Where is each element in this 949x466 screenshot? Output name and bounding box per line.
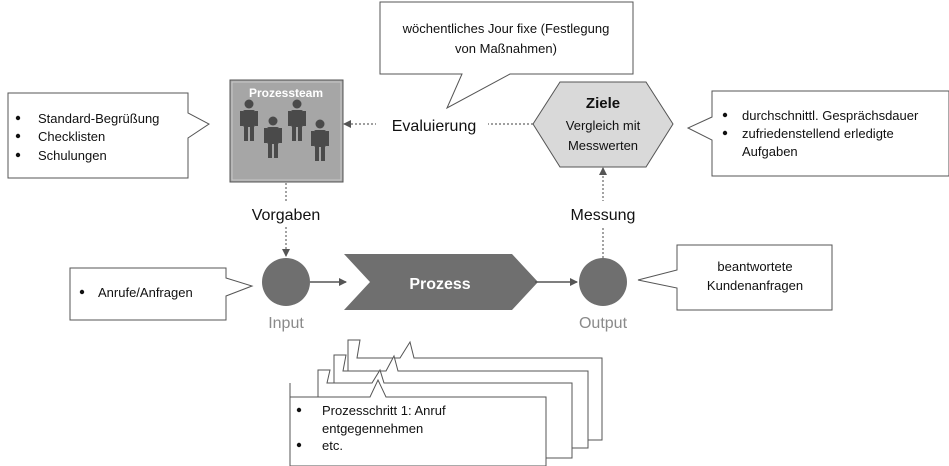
ziele-line2: Messwerten [568, 138, 638, 153]
input-node [262, 258, 310, 306]
output-callout-line2: Kundenanfragen [707, 278, 803, 293]
messung-label: Messung [571, 207, 636, 224]
prozessteam-box: Prozessteam [229, 79, 344, 183]
steps-callout-stack [289, 339, 603, 466]
prozessteam-title: Prozessteam [249, 86, 323, 100]
right-callout-item-3: Aufgaben [742, 144, 798, 159]
input-label: Input [268, 315, 304, 332]
left-callout-item-3: Schulungen [38, 148, 107, 163]
vorgaben-label: Vorgaben [252, 207, 321, 224]
input-callout-item: Anrufe/Anfragen [98, 285, 193, 300]
prozess-chevron: Prozess [344, 254, 538, 310]
left-callout: Standard-Begrüßung Checklisten Schulunge… [7, 92, 210, 179]
steps-item-1-line2: entgegennehmen [322, 421, 423, 436]
output-node [579, 258, 627, 306]
evaluierung-label: Evaluierung [392, 118, 477, 135]
people-icon [240, 99, 329, 161]
top-callout: wöchentliches Jour fixe (Festlegung von … [379, 1, 634, 110]
top-callout-line1: wöchentliches Jour fixe (Festlegung [402, 21, 610, 36]
left-callout-item-1: Standard-Begrüßung [38, 111, 159, 126]
prozess-label: Prozess [409, 276, 470, 293]
input-callout: Anrufe/Anfragen [69, 267, 254, 321]
ziele-line1: Vergleich mit [566, 118, 641, 133]
output-callout-line1: beantwortete [717, 259, 792, 274]
steps-item-1-line1: Prozesschritt 1: Anruf [322, 403, 446, 418]
ziele-title: Ziele [586, 95, 620, 112]
steps-item-2: etc. [322, 438, 343, 453]
right-callout-item-1: durchschnittl. Gesprächsdauer [742, 108, 919, 123]
top-callout-line2: von Maßnahmen) [455, 41, 557, 56]
ziele-hexagon: Ziele Vergleich mit Messwerten [532, 81, 674, 168]
right-callout: durchschnittl. Gesprächsdauer zufriedens… [686, 90, 949, 177]
steps-callout-text: Prozesschritt 1: Anruf entgegennehmen et… [296, 403, 446, 453]
output-label: Output [579, 315, 628, 332]
output-callout: beantwortete Kundenanfragen [637, 244, 833, 311]
left-callout-item-2: Checklisten [38, 129, 105, 144]
right-callout-item-2: zufriedenstellend erledigte [742, 126, 894, 141]
